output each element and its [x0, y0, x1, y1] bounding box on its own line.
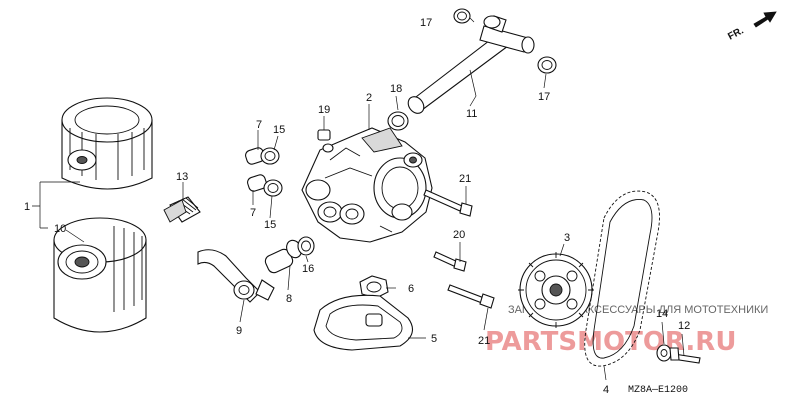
- oil-strainer-pipe-drawing: [197, 236, 315, 303]
- part-label-18: 18: [390, 83, 402, 95]
- oil-pipe-drawing: [407, 15, 535, 114]
- front-direction-indicator: FR.: [726, 11, 777, 43]
- part-label-3: 3: [564, 232, 570, 244]
- part-label-17-lower: 17: [538, 91, 550, 103]
- part-label-16: 16: [302, 263, 314, 275]
- part-label-14: 14: [656, 308, 668, 320]
- diagram-code: MZ8A—E1200: [628, 385, 688, 396]
- part-label-15-lower: 15: [264, 219, 276, 231]
- part-label-6: 6: [408, 283, 414, 295]
- plug-nut-drawing: [359, 275, 389, 299]
- part-label-5: 5: [431, 333, 437, 345]
- oil-filter-cap-drawing: [61, 97, 153, 190]
- washer-and-bolt-drawing: [656, 344, 701, 364]
- part-label-15-upper: 15: [273, 124, 285, 136]
- part-label-2: 2: [366, 92, 372, 104]
- front-direction-label: FR.: [726, 25, 746, 42]
- part-number-labels: 1 2 3 4 5 6 7 7 8 9 10 11 12 13 14 15 15…: [24, 17, 690, 396]
- dowel-pin-drawing: [317, 129, 331, 141]
- part-label-13: 13: [176, 171, 188, 183]
- leader-lines: [32, 17, 685, 381]
- part-label-10: 10: [54, 223, 66, 235]
- front-arrow-icon: [753, 11, 777, 28]
- part-label-20: 20: [453, 229, 465, 241]
- part-label-11: 11: [466, 108, 477, 120]
- flange-bolts-lower-drawing: [433, 251, 495, 309]
- oil-pump-drawing: [301, 127, 433, 243]
- part-label-4: 4: [603, 384, 609, 396]
- oil-strainer-drawing: [313, 294, 414, 351]
- part-label-7-lower: 7: [250, 207, 256, 219]
- collars-and-o-rings-drawing: [245, 147, 283, 197]
- part-label-21-upper: 21: [459, 173, 471, 185]
- drive-chain-drawing: [584, 190, 660, 367]
- part-label-17-upper: 17: [420, 17, 432, 29]
- oil-filter-drawing: [53, 217, 147, 333]
- flange-bolt-upper-drawing: [423, 189, 473, 217]
- drive-sprocket-drawing: [518, 252, 594, 328]
- part-label-1: 1: [24, 201, 30, 213]
- pipe-o-rings-drawing: [387, 8, 557, 131]
- part-label-8: 8: [286, 293, 292, 305]
- part-label-21-lower: 21: [478, 335, 490, 347]
- part-label-7-upper: 7: [256, 119, 262, 131]
- part-label-9: 9: [236, 325, 242, 337]
- watermark-logo: PARTSMOTOR.RU: [485, 327, 736, 357]
- part-label-19: 19: [318, 104, 330, 116]
- union-bolt-drawing: [163, 196, 201, 223]
- part-label-12: 12: [678, 320, 690, 332]
